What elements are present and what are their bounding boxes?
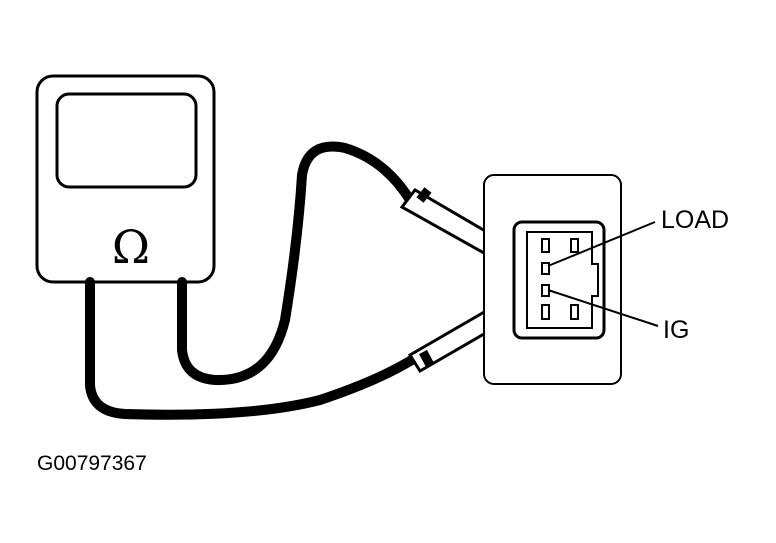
ohmmeter: Ω: [35, 74, 216, 284]
terminal-pin: [570, 238, 579, 253]
ohm-symbol: Ω: [112, 220, 150, 274]
ig-leader-line: [547, 289, 659, 327]
test-leads: [85, 141, 420, 420]
terminal-pin: [541, 304, 550, 320]
connector-face-inner: [526, 231, 599, 329]
load-leader-line: [547, 221, 656, 267]
terminal-pin: [570, 304, 579, 320]
figure-code: G00797367: [37, 452, 147, 475]
connector: [483, 174, 622, 385]
terminal-pin-load: [541, 262, 550, 275]
terminal-label-ig: IG: [663, 316, 689, 344]
terminal-pin: [541, 238, 550, 253]
terminal-label-load: LOAD: [661, 206, 729, 234]
upper-probe-collar: [416, 187, 432, 203]
lower-lead-wire: [85, 277, 420, 420]
lower-probe-collar: [419, 349, 434, 368]
upper-lead-wire: [177, 141, 415, 386]
ohmmeter-display: [55, 92, 198, 189]
